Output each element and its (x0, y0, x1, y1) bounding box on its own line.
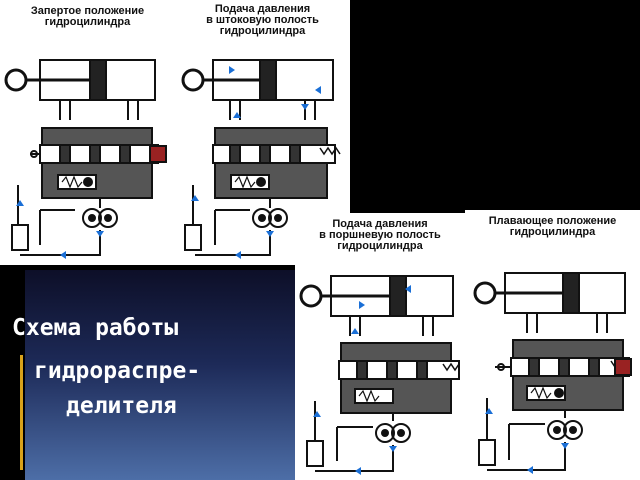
panel-caption: Подача давления в штоковую полость гидро… (206, 3, 319, 37)
panel-caption: Подача давления в поршневую полость гидр… (319, 218, 441, 252)
slide-title-line-3: делителя (66, 393, 177, 419)
diagram-panel-locked: Запертое положение гидроцилиндра (0, 0, 175, 265)
slide-title-line-2: гидрораспре- (34, 358, 201, 384)
panel-caption: Плавающее положение гидроцилиндра (488, 215, 617, 238)
hydraulic-schematic (181, 59, 341, 259)
diagram-panel-piston-chamber: Подача давления в поршневую полость гидр… (295, 213, 465, 480)
slide-title-background (25, 270, 295, 480)
hydraulic-schematic (473, 272, 632, 474)
slide-accent-bar (20, 355, 23, 470)
diagram-panel-floating: Плавающее положение гидроцилиндра (465, 210, 640, 480)
hydraulic-schematic (4, 59, 167, 259)
hydraulic-schematic (299, 275, 460, 475)
slide-title-line-1: Схема работы (12, 315, 179, 341)
panel-caption: Запертое положение гидроцилиндра (30, 5, 145, 28)
